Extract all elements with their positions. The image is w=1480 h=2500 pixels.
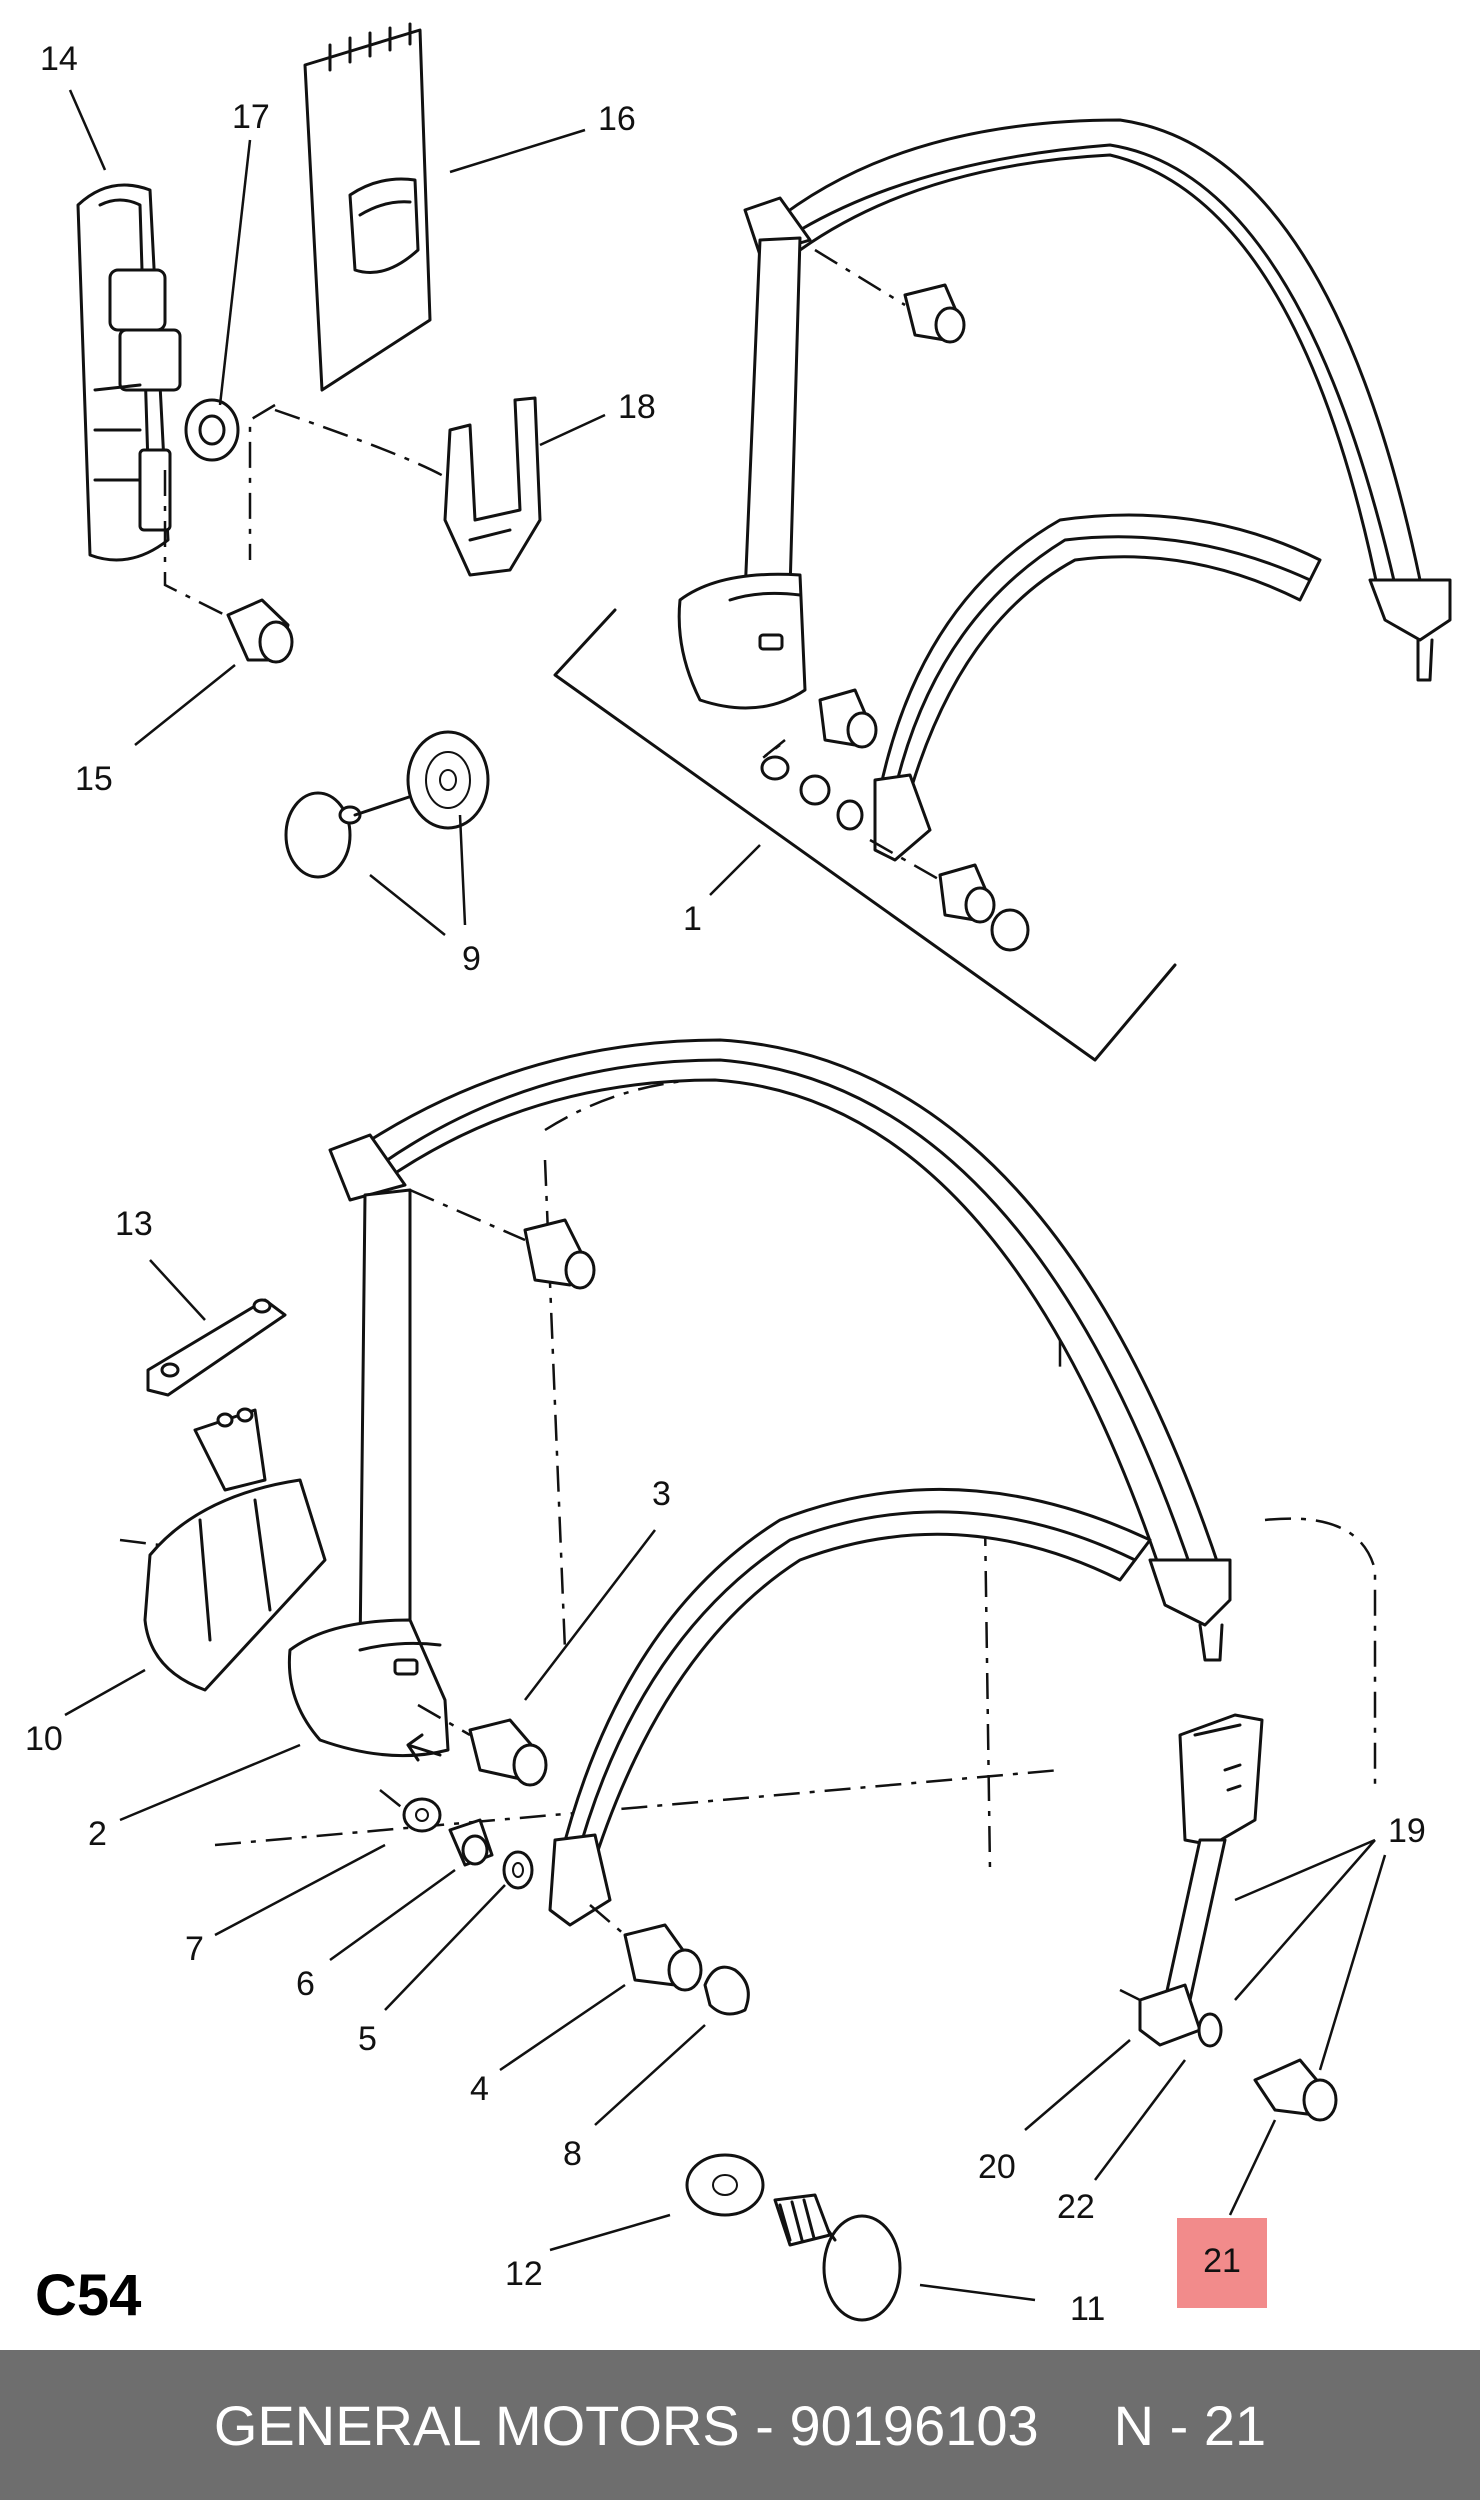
callout-7: 7 bbox=[185, 1930, 204, 1968]
callout-1: 1 bbox=[683, 900, 702, 938]
bolt-part-3 bbox=[406, 1703, 548, 1787]
pillar-cover-part-16 bbox=[303, 22, 432, 392]
clip-part-18 bbox=[443, 396, 542, 577]
callout-17: 17 bbox=[232, 98, 270, 136]
button-part-11-12 bbox=[685, 2153, 902, 2322]
footer-bar: GENERAL MOTORS - 90196103 N - 21 bbox=[0, 2350, 1480, 2500]
footer-part-number: 90196103 bbox=[789, 2393, 1039, 2457]
callout-2: 2 bbox=[88, 1815, 107, 1853]
trim-part-13 bbox=[146, 1298, 287, 1397]
callout-6: 6 bbox=[296, 1965, 315, 2003]
callout-18: 18 bbox=[618, 388, 656, 426]
cap-part-8 bbox=[703, 1965, 750, 2016]
callout-15: 15 bbox=[75, 760, 113, 798]
callout-9: 9 bbox=[462, 940, 481, 978]
callout-10: 10 bbox=[25, 1720, 63, 1758]
callout-4: 4 bbox=[470, 2070, 489, 2108]
callout-22: 22 bbox=[1057, 2188, 1095, 2226]
button-part-9 bbox=[284, 730, 490, 879]
bolt-part-4 bbox=[589, 1904, 703, 1992]
parts-diagram: 14 17 16 18 15 9 1 13 3 10 2 7 6 5 4 8 1… bbox=[25, 22, 1452, 2328]
callout-20: 20 bbox=[978, 2148, 1016, 2186]
callout-16: 16 bbox=[598, 100, 636, 138]
highlight-label: 21 bbox=[1203, 2242, 1241, 2280]
callout-12: 12 bbox=[505, 2255, 543, 2293]
callout-3: 3 bbox=[652, 1475, 671, 1513]
callout-14: 14 bbox=[40, 40, 78, 78]
lower-belt-webbing bbox=[287, 1038, 1232, 1927]
bolt-upper-lower bbox=[409, 1188, 596, 1290]
section-code: C54 bbox=[35, 2263, 141, 2328]
spacer-parts-5-6-7 bbox=[379, 1789, 534, 1890]
pillar-trim-part-14 bbox=[76, 183, 182, 562]
highlighted-callout-21: 21 bbox=[1177, 2218, 1267, 2308]
anchor-cover-part-10 bbox=[143, 1407, 327, 1692]
buckle-part-19 bbox=[1119, 1713, 1338, 2122]
footer-brand: GENERAL MOTORS bbox=[213, 2393, 740, 2457]
seat-belt-assembly-part-1 bbox=[677, 118, 1452, 952]
callout-13: 13 bbox=[115, 1205, 153, 1243]
pin-part-15 bbox=[226, 598, 294, 664]
callout-5: 5 bbox=[358, 2020, 377, 2058]
grommet-part-17 bbox=[184, 398, 240, 462]
callout-19: 19 bbox=[1388, 1812, 1426, 1850]
footer-position: N - 21 bbox=[1113, 2393, 1267, 2457]
footer-separator: - bbox=[739, 2393, 790, 2457]
callout-8: 8 bbox=[563, 2135, 582, 2173]
callout-11: 11 bbox=[1070, 2290, 1105, 2328]
